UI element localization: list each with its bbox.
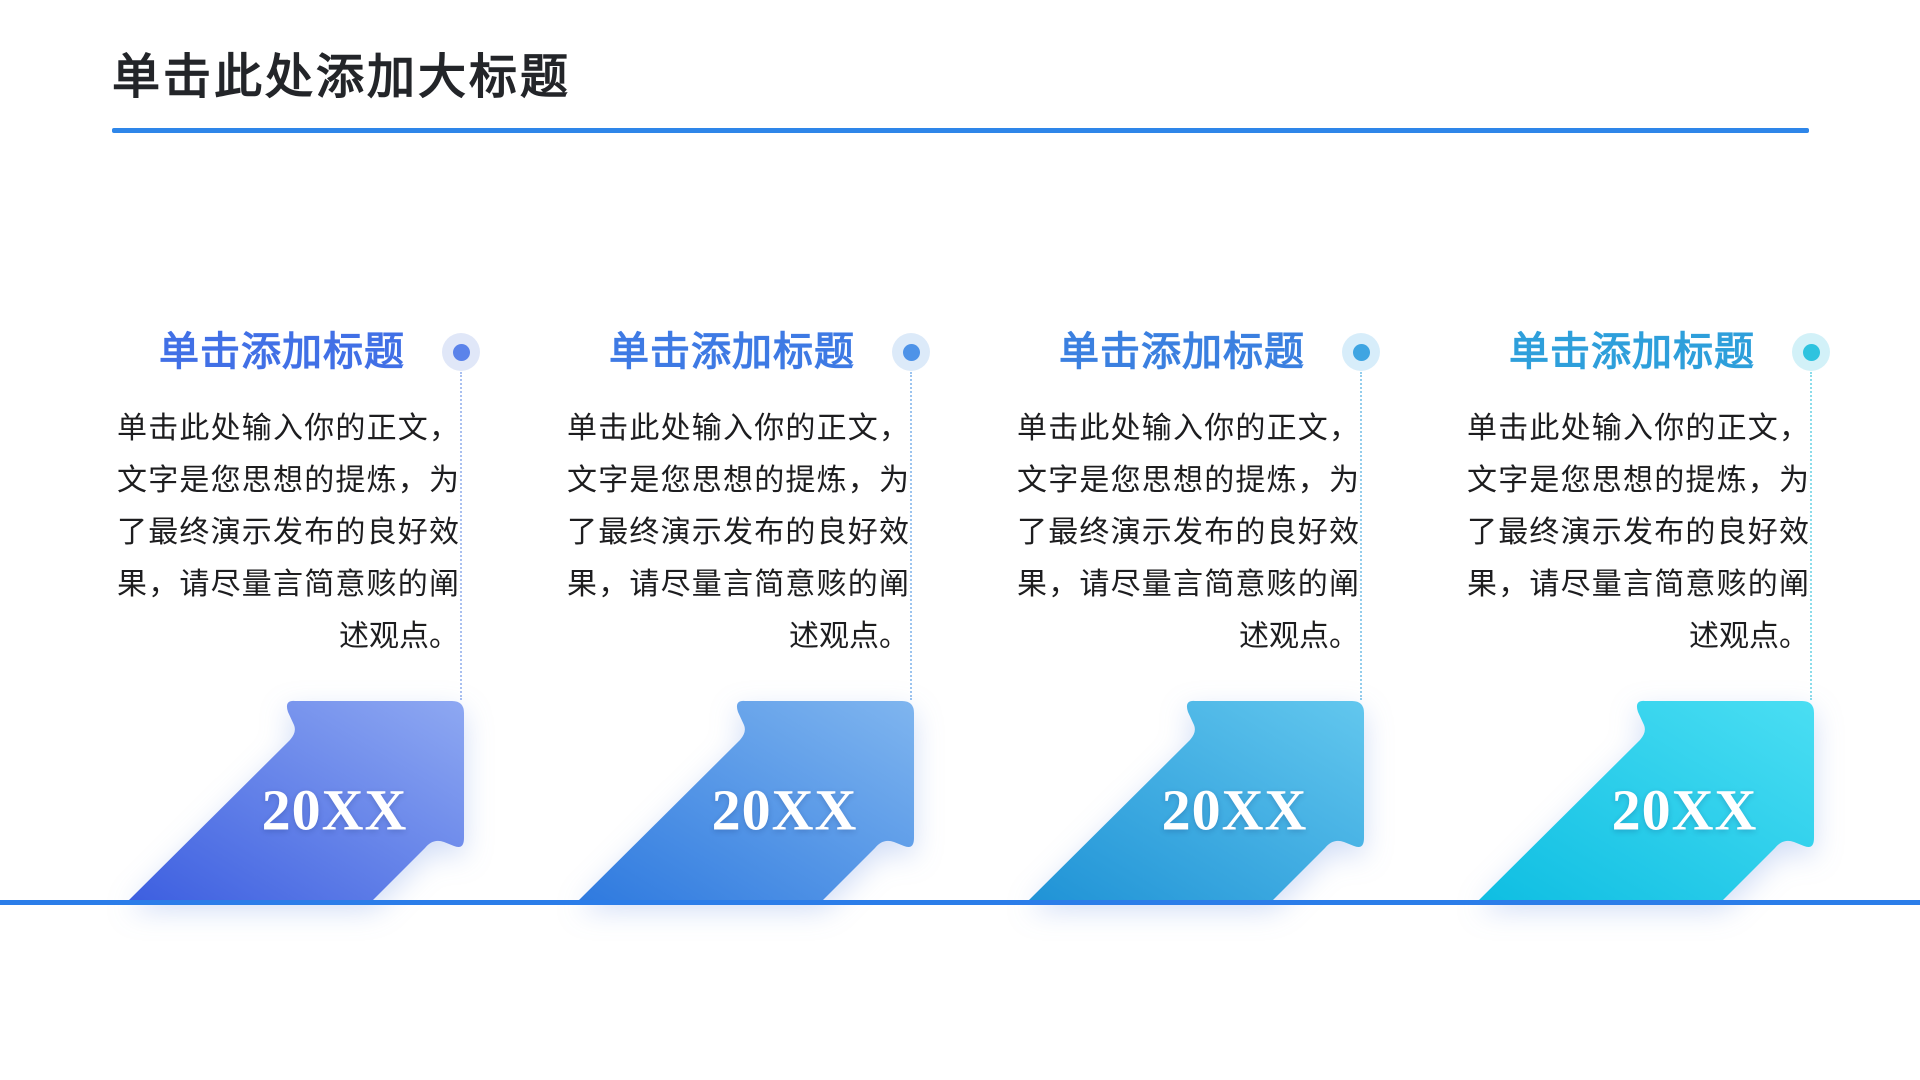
step-body-text: 单击此处输入你的正文， 文字是您思想的提炼，为 了最终演示发布的良好效 果，请尽… <box>567 403 909 663</box>
body-line: 果，请尽量言简意赅的阐 <box>1467 568 1809 601</box>
body-line: 单击此处输入你的正文， <box>1017 412 1359 445</box>
step-body-text: 单击此处输入你的正文， 文字是您思想的提炼，为 了最终演示发布的良好效 果，请尽… <box>1467 403 1809 663</box>
body-line: 文字是您思想的提炼，为 <box>1017 464 1359 497</box>
step-title: 单击添加标题 <box>1059 330 1305 374</box>
body-line: 文字是您思想的提炼，为 <box>1467 464 1809 497</box>
step-body-text: 单击此处输入你的正文， 文字是您思想的提炼，为 了最终演示发布的良好效 果，请尽… <box>117 403 459 663</box>
body-line: 了最终演示发布的良好效 <box>1467 516 1809 549</box>
body-line: 了最终演示发布的良好效 <box>567 516 909 549</box>
year-label: 20XX <box>711 777 858 843</box>
year-label: 20XX <box>261 777 408 843</box>
body-line: 文字是您思想的提炼，为 <box>567 464 909 497</box>
body-line: 文字是您思想的提炼，为 <box>117 464 459 497</box>
step-column-2: 单击添加标题 单击此处输入你的正文， 文字是您思想的提炼，为 了最终演示发布的良… <box>562 330 930 905</box>
year-arrow: 20XX <box>1464 700 1814 903</box>
body-line: 述观点。 <box>789 620 909 653</box>
dotted-connector-line <box>910 372 912 700</box>
body-line: 单击此处输入你的正文， <box>117 412 459 445</box>
bottom-divider-line <box>0 900 1920 905</box>
body-line: 述观点。 <box>1689 620 1809 653</box>
timeline-dot-core <box>902 343 920 361</box>
title-underline <box>112 128 1809 133</box>
dotted-connector-line <box>460 372 462 700</box>
step-column-1: 单击添加标题 单击此处输入你的正文， 文字是您思想的提炼，为 了最终演示发布的良… <box>112 330 480 905</box>
year-arrow: 20XX <box>114 700 464 903</box>
up-right-arrow-shape <box>1479 700 1814 900</box>
timeline-dot-core <box>1802 343 1820 361</box>
body-line: 单击此处输入你的正文， <box>1467 412 1809 445</box>
dotted-connector-line <box>1360 372 1362 700</box>
year-label: 20XX <box>1161 777 1308 843</box>
up-right-arrow-shape <box>1029 700 1364 900</box>
timeline-dot <box>892 333 930 371</box>
year-label: 20XX <box>1611 777 1758 843</box>
step-title: 单击添加标题 <box>609 330 855 374</box>
step-column-3: 单击添加标题 单击此处输入你的正文， 文字是您思想的提炼，为 了最终演示发布的良… <box>1012 330 1380 905</box>
dotted-connector-line <box>1810 372 1812 700</box>
year-arrow: 20XX <box>1014 700 1364 903</box>
body-line: 果，请尽量言简意赅的阐 <box>1017 568 1359 601</box>
body-line: 了最终演示发布的良好效 <box>117 516 459 549</box>
step-body-text: 单击此处输入你的正文， 文字是您思想的提炼，为 了最终演示发布的良好效 果，请尽… <box>1017 403 1359 663</box>
page-title: 单击此处添加大标题 <box>112 51 572 104</box>
timeline-dot <box>1342 333 1380 371</box>
body-line: 述观点。 <box>339 620 459 653</box>
timeline-dot-core <box>1352 343 1370 361</box>
up-right-arrow-shape <box>129 700 464 900</box>
body-line: 了最终演示发布的良好效 <box>1017 516 1359 549</box>
up-right-arrow-shape <box>579 700 914 900</box>
step-column-4: 单击添加标题 单击此处输入你的正文， 文字是您思想的提炼，为 了最终演示发布的良… <box>1462 330 1830 905</box>
timeline-dot <box>442 333 480 371</box>
step-title: 单击添加标题 <box>1509 330 1755 374</box>
body-line: 果，请尽量言简意赅的阐 <box>567 568 909 601</box>
body-line: 述观点。 <box>1239 620 1359 653</box>
body-line: 果，请尽量言简意赅的阐 <box>117 568 459 601</box>
body-line: 单击此处输入你的正文， <box>567 412 909 445</box>
timeline-dot-core <box>452 343 470 361</box>
step-title: 单击添加标题 <box>159 330 405 374</box>
year-arrow: 20XX <box>564 700 914 903</box>
timeline-dot <box>1792 333 1830 371</box>
